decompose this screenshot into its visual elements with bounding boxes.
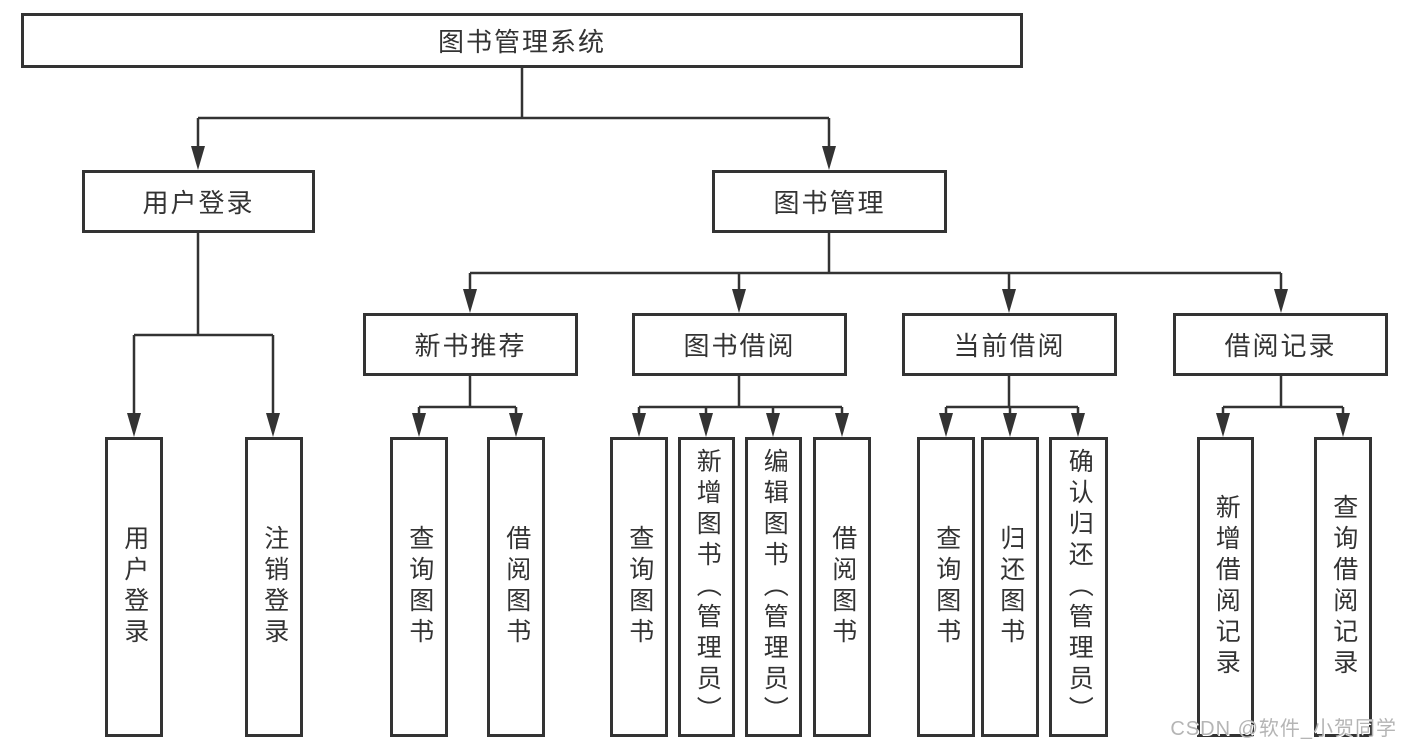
node-root: 图书管理系统 [21, 13, 1023, 68]
watermark: CSDN @软件_小贺同学 [1170, 718, 1397, 740]
leaf-add-borrow-record-label: 新增借阅记录 [1212, 494, 1241, 680]
leaf-confirm-return-admin: 确认归还（管理员） [1049, 437, 1108, 737]
leaf-query-books-borrowing: 查询图书 [610, 437, 668, 737]
leaf-borrow-books-borrowing-label: 借阅图书 [828, 525, 857, 649]
leaf-query-borrow-record-label: 查询借阅记录 [1329, 494, 1358, 680]
node-current-borrowing-label: 当前借阅 [953, 331, 1066, 361]
node-new-book-recommend-label: 新书推荐 [414, 331, 527, 361]
leaf-user-login: 用户登录 [105, 437, 163, 737]
leaf-query-books-current-label: 查询图书 [932, 525, 961, 649]
node-borrow-records: 借阅记录 [1173, 313, 1388, 376]
arrowheads [127, 146, 1350, 437]
node-user-login-label: 用户登录 [142, 188, 255, 218]
leaf-confirm-return-admin-label: 确认归还（管理员） [1065, 447, 1094, 727]
leaf-query-books-borrowing-label: 查询图书 [625, 525, 654, 649]
leaf-borrow-books-recommend-label: 借阅图书 [502, 525, 531, 649]
leaf-edit-book-admin: 编辑图书（管理员） [745, 437, 802, 737]
leaf-borrow-books-recommend: 借阅图书 [487, 437, 545, 737]
leaf-logout-label: 注销登录 [260, 525, 289, 649]
leaf-add-book-admin-label: 新增图书（管理员） [693, 447, 722, 727]
node-book-management: 图书管理 [712, 170, 947, 233]
leaf-query-books-recommend: 查询图书 [390, 437, 448, 737]
leaf-query-books-recommend-label: 查询图书 [405, 525, 434, 649]
leaf-logout: 注销登录 [245, 437, 303, 737]
leaf-user-login-label: 用户登录 [120, 525, 149, 649]
node-user-login: 用户登录 [82, 170, 315, 233]
leaf-query-books-current: 查询图书 [917, 437, 975, 737]
leaf-return-book-label: 归还图书 [996, 525, 1025, 649]
leaf-add-borrow-record: 新增借阅记录 [1197, 437, 1254, 737]
leaf-add-book-admin: 新增图书（管理员） [678, 437, 735, 737]
node-book-borrowing-label: 图书借阅 [683, 331, 796, 361]
leaf-borrow-books-borrowing: 借阅图书 [813, 437, 871, 737]
node-new-book-recommend: 新书推荐 [363, 313, 578, 376]
node-root-label: 图书管理系统 [437, 27, 606, 57]
node-book-management-label: 图书管理 [773, 188, 886, 218]
node-book-borrowing: 图书借阅 [632, 313, 847, 376]
node-borrow-records-label: 借阅记录 [1224, 331, 1337, 361]
node-current-borrowing: 当前借阅 [902, 313, 1117, 376]
leaf-edit-book-admin-label: 编辑图书（管理员） [760, 447, 789, 727]
leaf-return-book: 归还图书 [981, 437, 1039, 737]
leaf-query-borrow-record: 查询借阅记录 [1314, 437, 1372, 737]
